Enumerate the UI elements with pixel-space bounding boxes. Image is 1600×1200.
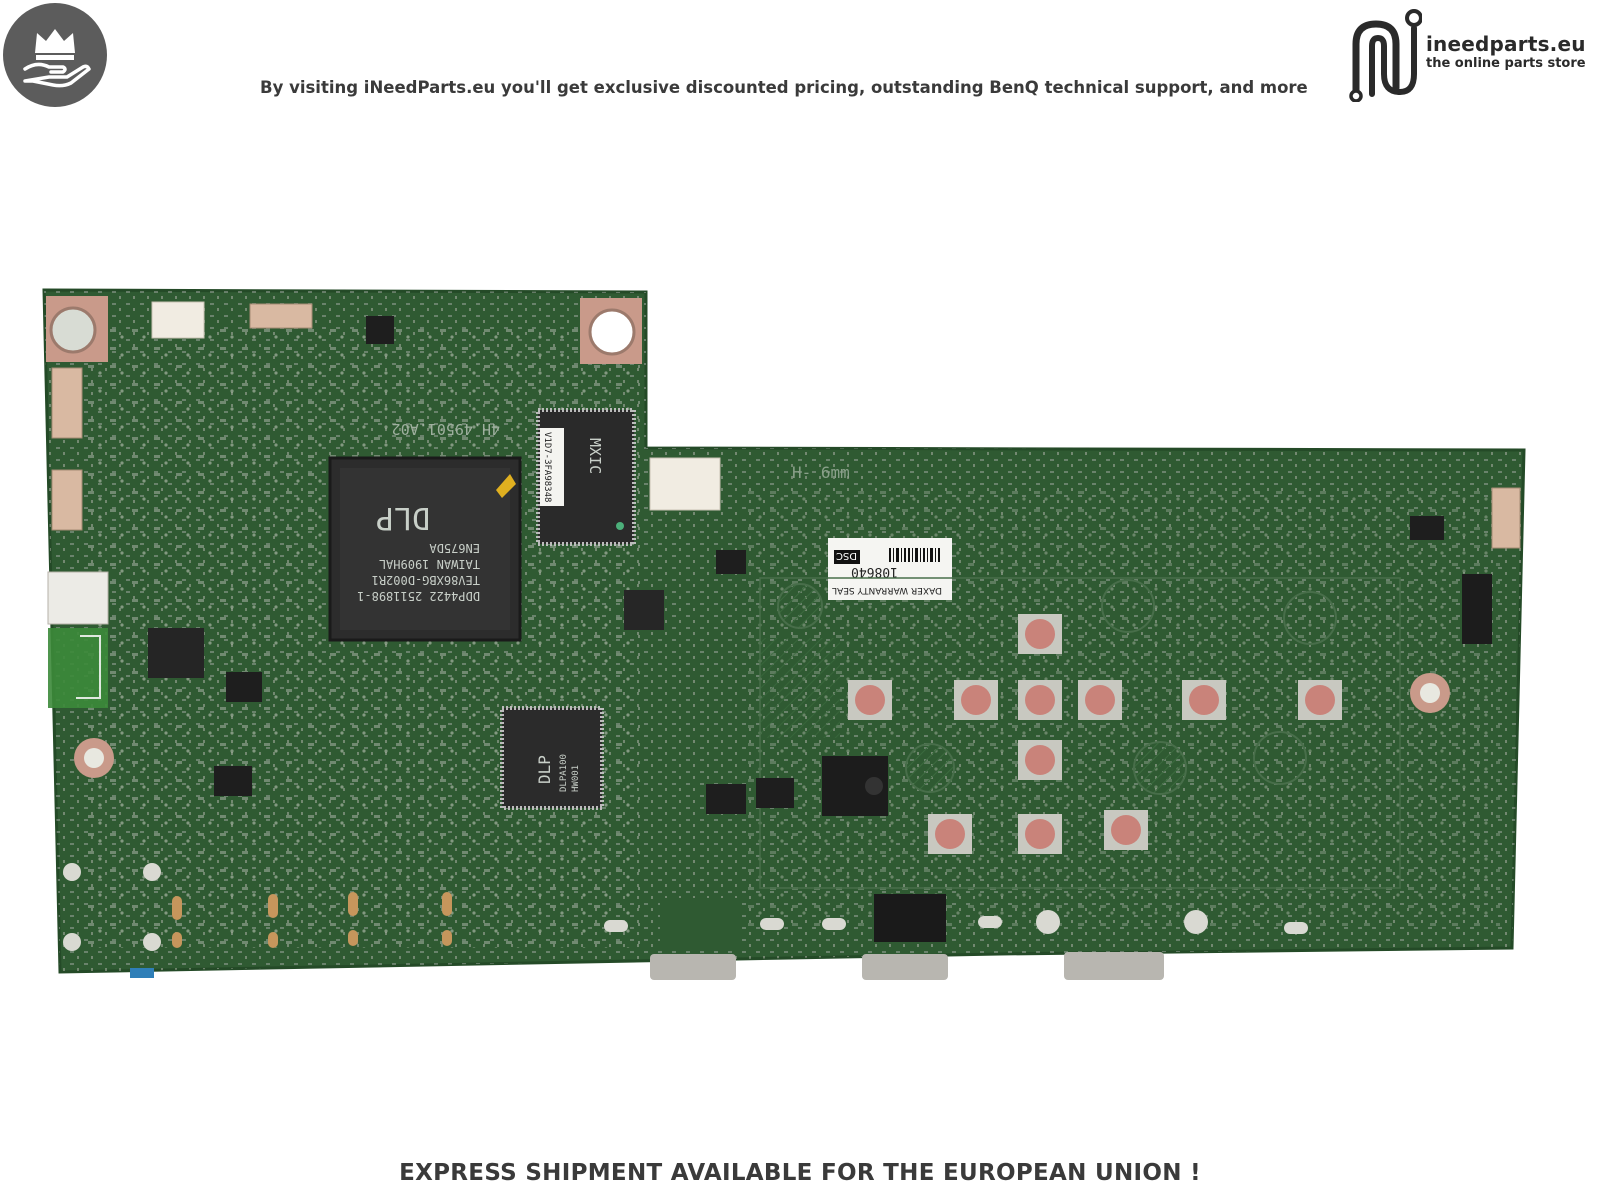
crown-hand-badge <box>3 3 107 107</box>
vga-connector <box>862 894 948 980</box>
tactile-button <box>1298 680 1342 720</box>
secondary-dlp-chip: DLP DLPA100 HW001 <box>500 706 604 810</box>
chip-text-line: DDP4422 2511898-1 <box>357 589 480 603</box>
connector <box>649 457 721 511</box>
chip-text-line: HW001 <box>571 765 581 792</box>
chip-text-line: TEV86XBG-D002R1 <box>372 573 480 587</box>
tactile-buttons <box>848 614 1342 854</box>
tactile-button <box>1018 680 1062 720</box>
connector <box>47 571 109 625</box>
vga-connector <box>650 898 740 980</box>
connector <box>1491 487 1521 549</box>
serial-sticker: V1D7-3FA98348 <box>540 428 564 506</box>
crown-hand-icon <box>23 29 91 88</box>
tactile-button <box>1104 810 1148 850</box>
mounting-hole-left <box>74 738 114 778</box>
tactile-button <box>1182 680 1226 720</box>
connector <box>249 303 313 329</box>
warranty-seal-code: 108640 <box>851 564 898 579</box>
tactile-button <box>848 680 892 720</box>
memory-chip-text: MXIC <box>586 438 604 474</box>
brand-name: ineedparts.eu <box>1426 32 1586 56</box>
tactile-button <box>1078 680 1122 720</box>
footer-notice: EXPRESS SHIPMENT AVAILABLE FOR THE EUROP… <box>399 1160 1201 1186</box>
warranty-seal-mark: DSC <box>836 550 857 561</box>
tactile-button <box>1018 814 1062 854</box>
height-note-text: H- 6mm <box>792 463 850 482</box>
mounting-hole-top-left <box>46 296 108 362</box>
warranty-seal-sticker: DAXER WARRANTY SEAL 108640 DSC <box>828 538 952 600</box>
mounting-hole-right <box>1410 673 1450 713</box>
chip-text-line: EN675DA <box>429 541 480 555</box>
tactile-button <box>954 680 998 720</box>
tactile-button <box>1018 740 1062 780</box>
chip-text-line: TAIWAN 1909HAL <box>379 557 480 571</box>
mounting-hole-top-right <box>580 298 642 364</box>
connector <box>51 469 83 531</box>
dlp-logo-text: DLP <box>535 755 554 784</box>
serial-connector <box>1064 952 1164 980</box>
tactile-button <box>1018 614 1062 654</box>
brand-logo[interactable]: ineedparts.eu the online parts store <box>1338 2 1600 102</box>
dlp-logo-text: DLP <box>376 500 430 535</box>
chip-text-line: DLPA100 <box>559 754 569 792</box>
header-tagline: By visiting iNeedParts.eu you'll get exc… <box>260 78 1308 97</box>
warranty-seal-title: DAXER WARRANTY SEAL <box>832 585 942 595</box>
connector <box>51 367 83 439</box>
pcb-board-photo: DDP4422 2511898-1 TEV86XBG-D002R1 TAIWAN… <box>42 288 1526 980</box>
connector <box>151 301 205 339</box>
sticker-text: V1D7-3FA98348 <box>542 432 552 502</box>
main-processor-chip: DDP4422 2511898-1 TEV86XBG-D002R1 TAIWAN… <box>328 456 522 642</box>
connector <box>1462 574 1492 644</box>
brand-subtitle: the online parts store <box>1426 56 1586 71</box>
circuit-n-icon <box>1349 9 1422 102</box>
board-code-text: 4H.49501.A02 <box>392 420 500 438</box>
tactile-button <box>928 814 972 854</box>
